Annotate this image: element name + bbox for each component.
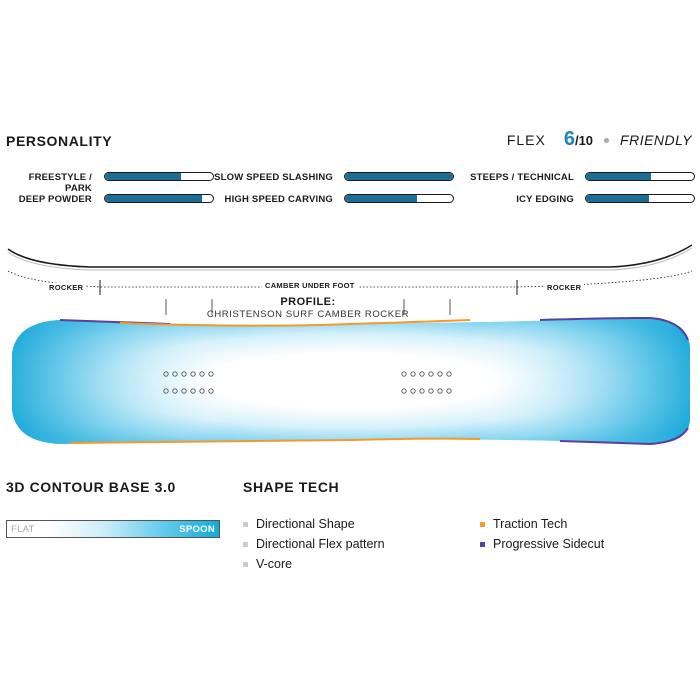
insert-hole — [163, 371, 169, 377]
trait-bar-deep-powder — [104, 194, 214, 203]
rocker-right-label: ROCKER — [544, 283, 585, 292]
trait-label-slow-speed-slashing: SLOW SPEED SLASHING — [214, 172, 333, 183]
sidecut-edge-top-right — [539, 316, 689, 341]
sidecut-edge-bottom-right — [559, 427, 689, 446]
trait-bar-icy-edging — [585, 194, 695, 203]
insert-hole — [199, 388, 205, 394]
trait-fill-deep-powder — [105, 195, 203, 202]
insert-hole — [428, 388, 434, 394]
insert-hole — [190, 388, 196, 394]
trait-label-steeps: STEEPS / TECHNICAL — [470, 172, 574, 183]
trait-fill-steeps — [586, 173, 651, 180]
tech-item-label: Progressive Sidecut — [493, 537, 605, 551]
insert-hole — [446, 388, 452, 394]
contour-flat-label: FLAT — [11, 524, 35, 535]
tech-bullet-icon — [480, 541, 485, 547]
board-edge-shading — [12, 318, 690, 444]
flex-rating-group: FLEX 6 /10 FRIENDLY — [507, 128, 692, 151]
shape-tech-title: SHAPE TECH — [243, 479, 340, 495]
trait-bar-freestyle — [104, 172, 214, 181]
board-top-view — [12, 316, 690, 446]
board-profile-line — [7, 244, 693, 268]
insert-hole — [419, 388, 425, 394]
flex-rating-text: FRIENDLY — [620, 132, 692, 148]
tech-item-label: Directional Shape — [256, 517, 355, 531]
trait-label-high-speed-carving: HIGH SPEED CARVING — [224, 194, 333, 205]
tech-item-directional-shape: Directional Shape — [243, 517, 355, 531]
board-profile-shadow — [7, 247, 693, 271]
rocker-left-label: ROCKER — [46, 283, 87, 292]
insert-hole — [428, 371, 434, 377]
trait-label-deep-powder: DEEP POWDER — [18, 194, 92, 205]
insert-hole — [401, 371, 407, 377]
tech-item-label: Traction Tech — [493, 517, 568, 531]
insert-hole — [199, 371, 205, 377]
tech-bullet-icon — [243, 521, 248, 527]
insert-hole — [181, 388, 187, 394]
personality-title: PERSONALITY — [6, 133, 113, 149]
profile-name: CHRISTENSON SURF CAMBER ROCKER — [206, 309, 410, 320]
tech-bullet-icon — [480, 521, 485, 527]
trait-fill-icy-edging — [586, 195, 649, 202]
tech-item-directional-flex: Directional Flex pattern — [243, 537, 385, 551]
tech-bullet-icon — [243, 561, 248, 567]
tech-item-traction-tech: Traction Tech — [480, 517, 567, 531]
insert-hole — [446, 371, 452, 377]
insert-hole — [419, 371, 425, 377]
tech-item-label: V-core — [256, 557, 293, 571]
tech-item-v-core: V-core — [243, 557, 292, 571]
insert-hole — [437, 388, 443, 394]
trait-fill-freestyle — [105, 173, 181, 180]
tech-bullet-icon — [243, 541, 248, 547]
insert-hole — [437, 371, 443, 377]
insert-hole — [208, 388, 214, 394]
flex-label: FLEX — [506, 132, 546, 148]
flex-scale: /10 — [574, 133, 594, 148]
profile-zones-dotted-line — [7, 270, 693, 288]
tech-item-label: Directional Flex pattern — [256, 537, 385, 551]
insert-hole — [163, 388, 169, 394]
flex-separator-dot — [604, 138, 610, 143]
insert-hole — [208, 371, 214, 377]
binding-inserts — [163, 371, 452, 394]
trait-fill-high-speed-carving — [345, 195, 418, 202]
profile-heading: PROFILE: — [280, 296, 336, 308]
trait-fill-slow-speed-slashing — [345, 173, 453, 180]
trait-label-freestyle: FREESTYLE / PARK — [28, 172, 92, 194]
insert-hole — [401, 388, 407, 394]
trait-bar-high-speed-carving — [344, 194, 454, 203]
tech-item-progressive-sidecut: Progressive Sidecut — [480, 537, 604, 551]
flex-value: 6 — [563, 128, 575, 150]
contour-base-title: 3D CONTOUR BASE 3.0 — [6, 479, 176, 495]
insert-hole — [190, 371, 196, 377]
contour-base-scale: FLAT SPOON — [6, 520, 220, 538]
insert-hole — [410, 388, 416, 394]
insert-hole — [172, 388, 178, 394]
insert-hole — [410, 371, 416, 377]
traction-edge-bottom — [69, 437, 481, 444]
insert-hole — [172, 371, 178, 377]
trait-bar-slow-speed-slashing — [344, 172, 454, 181]
insert-hole — [181, 371, 187, 377]
trait-bar-steeps — [585, 172, 695, 181]
contour-spoon-label: SPOON — [179, 524, 215, 535]
board-profile-diagram — [7, 244, 693, 315]
trait-label-icy-edging: ICY EDGING — [516, 194, 574, 205]
camber-label: CAMBER UNDER FOOT — [262, 281, 358, 290]
traction-edge-top — [119, 319, 471, 327]
